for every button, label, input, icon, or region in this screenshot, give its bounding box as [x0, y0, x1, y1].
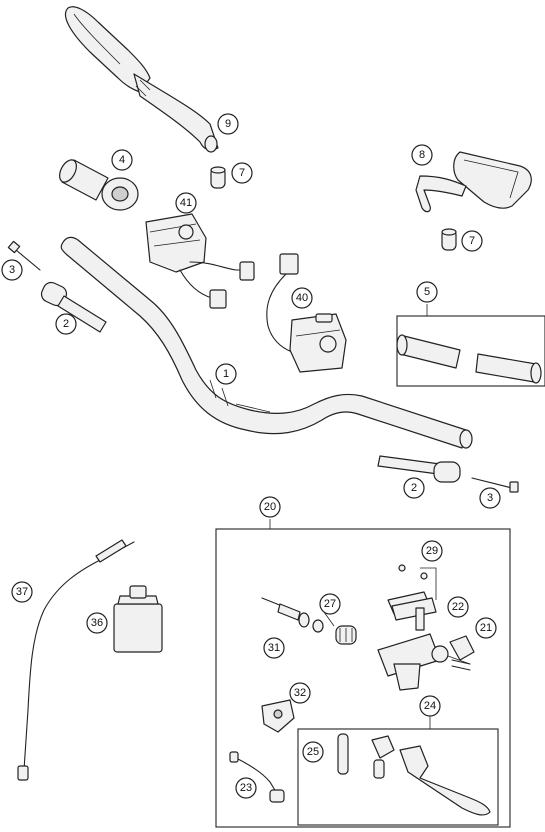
reservoir-cover — [387, 564, 437, 621]
callout-22: 22 — [447, 596, 469, 618]
callout-41-label: 41 — [180, 197, 192, 209]
mirror-left — [64, 6, 219, 153]
screw-left — [7, 240, 41, 271]
callout-27: 27 — [319, 593, 341, 615]
mirror-right — [415, 151, 532, 213]
callout-8-label: 8 — [419, 149, 425, 161]
callout-23: 23 — [235, 777, 257, 799]
bar-end-upper — [210, 166, 226, 189]
callout-1-label: 1 — [223, 368, 229, 380]
callout-27-label: 27 — [324, 598, 336, 610]
callout-9-label: 9 — [225, 118, 231, 130]
callout-4: 4 — [111, 149, 133, 171]
grip-left — [59, 159, 139, 211]
callout-20: 20 — [259, 496, 281, 518]
callout-25: 25 — [302, 741, 324, 763]
callout-5-label: 5 — [424, 286, 430, 298]
leader-lines — [269, 304, 471, 729]
callout-8: 8 — [411, 144, 433, 166]
callout-3-left: 3 — [1, 259, 23, 281]
callout-1: 1 — [215, 363, 237, 385]
callout-41: 41 — [175, 192, 197, 214]
callout-4-label: 4 — [119, 154, 125, 166]
callout-29-label: 29 — [426, 545, 438, 557]
callout-24: 24 — [419, 695, 441, 717]
callout-3-right: 3 — [479, 487, 501, 509]
callout-7-lower: 7 — [461, 230, 483, 252]
bar-end-right — [441, 228, 457, 251]
callout-31: 31 — [263, 637, 285, 659]
callout-40-label: 40 — [296, 292, 308, 304]
callout-21: 21 — [475, 617, 497, 639]
callout-20-label: 20 — [264, 501, 276, 513]
callout-7-upper-label: 7 — [239, 167, 245, 179]
callout-2-left-label: 2 — [63, 318, 69, 330]
callout-37-label: 37 — [16, 586, 28, 598]
callout-31-label: 31 — [268, 642, 280, 654]
brake-assembly-box — [215, 528, 511, 828]
bracket — [261, 699, 295, 733]
callout-32-label: 32 — [294, 687, 306, 699]
callout-2-right: 2 — [403, 477, 425, 499]
callout-23-label: 23 — [240, 782, 252, 794]
clamp — [449, 635, 475, 671]
callout-36: 36 — [86, 612, 108, 634]
callout-25-label: 25 — [307, 746, 319, 758]
callout-37: 37 — [11, 581, 33, 603]
callout-9: 9 — [217, 113, 239, 135]
callout-24-label: 24 — [424, 700, 436, 712]
callout-32: 32 — [289, 682, 311, 704]
brake-switch — [229, 751, 285, 803]
callout-5: 5 — [416, 281, 438, 303]
switch-left — [145, 213, 255, 309]
handlebar — [60, 236, 473, 449]
callout-7-upper: 7 — [231, 162, 253, 184]
master-cylinder — [377, 607, 449, 691]
callout-21-label: 21 — [480, 622, 492, 634]
callout-2-right-label: 2 — [411, 482, 417, 494]
callout-2-left: 2 — [55, 313, 77, 335]
callout-7-lower-label: 7 — [469, 235, 475, 247]
callout-3-left-label: 3 — [9, 264, 15, 276]
lever-box — [297, 728, 499, 826]
grip-set — [396, 315, 545, 387]
bar-end-right-lower — [377, 455, 461, 483]
callout-3-right-label: 3 — [487, 492, 493, 504]
callout-29: 29 — [421, 540, 443, 562]
callout-36-label: 36 — [91, 617, 103, 629]
screw-right — [471, 477, 519, 493]
cable — [17, 539, 135, 781]
brake-fluid-bottle — [113, 585, 163, 653]
bar-end-left — [40, 281, 107, 333]
piston-kit — [261, 597, 357, 645]
switch-right — [266, 253, 347, 373]
callout-40: 40 — [291, 287, 313, 309]
callout-22-label: 22 — [452, 601, 464, 613]
